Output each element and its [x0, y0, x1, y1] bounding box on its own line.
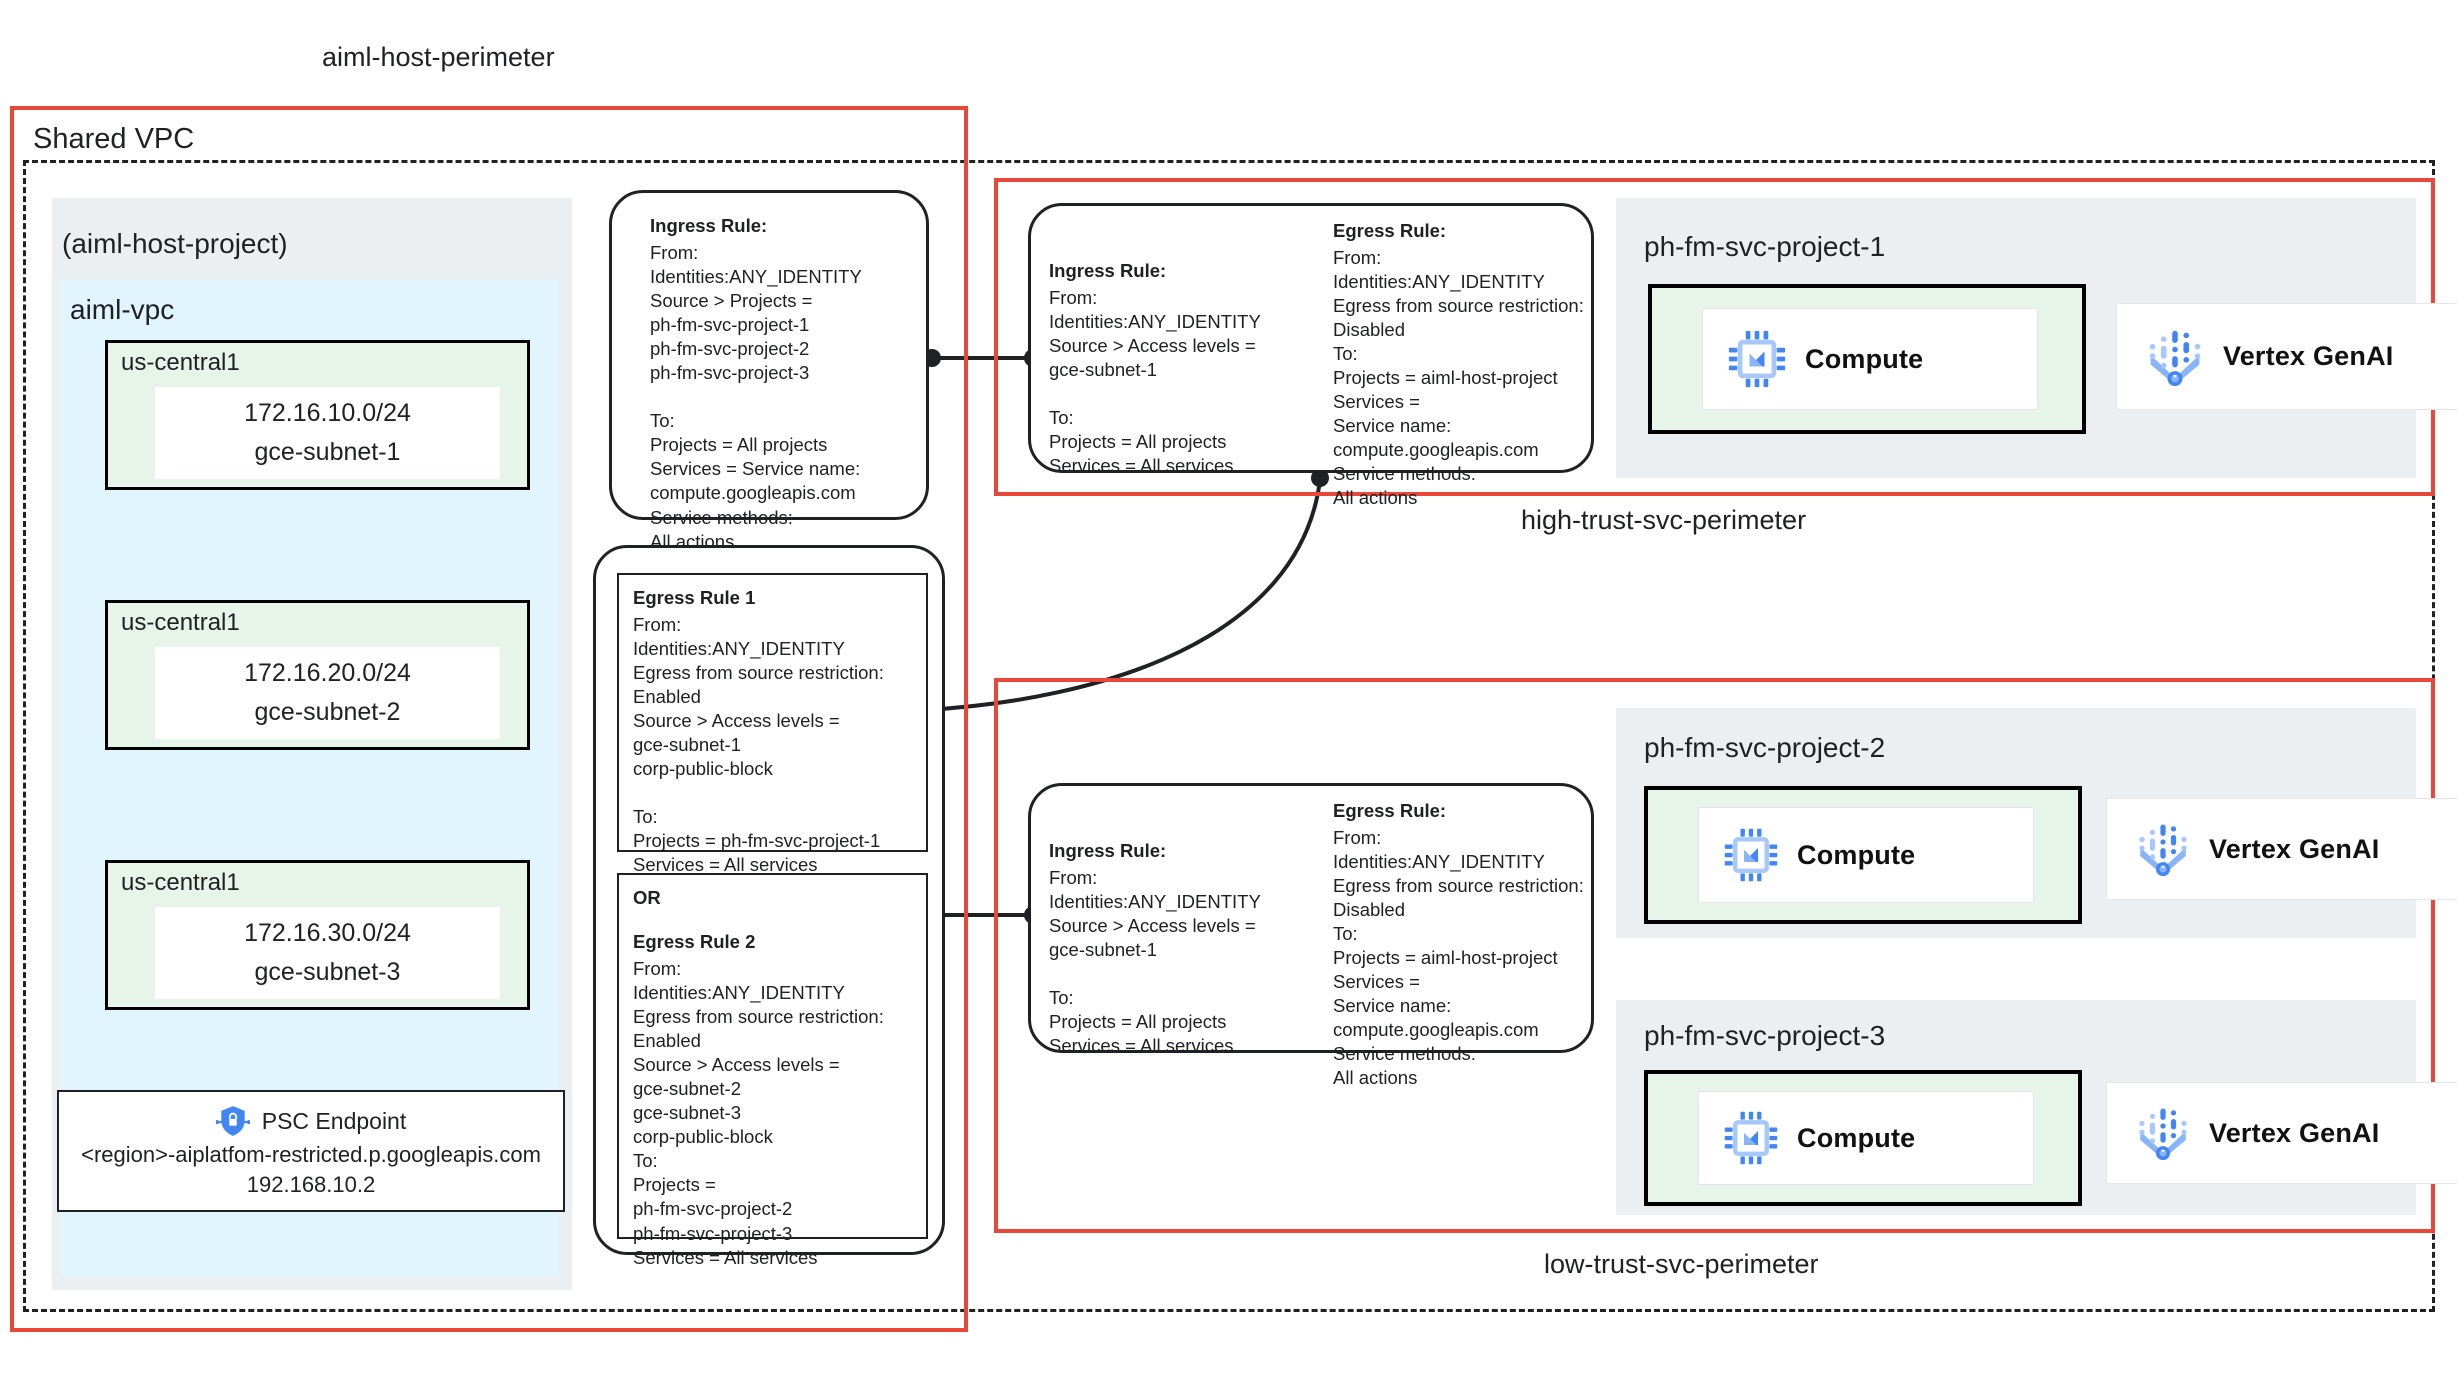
subnet-region-3: us-central1: [121, 869, 240, 896]
svc-project-3-title: ph-fm-svc-project-3: [1644, 1020, 1886, 1051]
svc-project-2-panel: ph-fm-svc-project-2 Compute Vertex GenAI: [1616, 708, 2457, 938]
svc-project-1-title: ph-fm-svc-project-1: [1644, 231, 1886, 262]
label-aiml-host-perimeter: aiml-host-perimeter: [322, 42, 555, 72]
subnet-name-2: gce-subnet-2: [254, 698, 401, 726]
compute-chip-icon: [1723, 827, 1779, 883]
low-trust-ingress-body: From: Identities:ANY_IDENTITY Source > A…: [1049, 867, 1261, 1057]
low-trust-egress-body: From: Identities:ANY_IDENTITY Egress fro…: [1333, 827, 1584, 1089]
psc-shield-lock-icon: [215, 1105, 250, 1137]
vertex-genai-icon: [2137, 822, 2189, 877]
high-trust-egress-body: From: Identities:ANY_IDENTITY Egress fro…: [1333, 247, 1584, 509]
aiml-host-project-label: (aiml-host-project): [62, 228, 288, 259]
compute-chip-icon: [1727, 329, 1787, 389]
vertex-label-2: Vertex GenAI: [2209, 833, 2380, 864]
low-trust-egress-title: Egress Rule:: [1333, 800, 1447, 821]
label-high-trust-perimeter: high-trust-svc-perimeter: [1521, 505, 1807, 535]
vertex-label-3: Vertex GenAI: [2209, 1117, 2380, 1148]
egress-rule-2-title: Egress Rule 2: [633, 931, 756, 952]
svc-project-1-panel: ph-fm-svc-project-1 Compute Vertex GenAI: [1616, 198, 2457, 478]
compute-chip-icon: [1723, 1110, 1779, 1166]
host-egress-rules-bubble: Egress Rule 1 From: Identities:ANY_IDENT…: [593, 545, 945, 1268]
compute-label-1: Compute: [1805, 343, 1924, 374]
subnet-region-2: us-central1: [121, 609, 240, 636]
egress-rule-2-body: From: Identities:ANY_IDENTITY Egress fro…: [633, 958, 884, 1268]
low-trust-rules-bubble: Ingress Rule: From: Identities:ANY_IDENT…: [1028, 783, 1594, 1088]
aiml-host-perimeter-frame: [10, 106, 968, 1332]
host-ingress-rule-bubble: Ingress Rule: From: Identities:ANY_IDENT…: [609, 190, 929, 552]
subnet-cidr-card-2: 172.16.20.0/24 gce-subnet-2: [155, 647, 500, 739]
host-ingress-rule-body: From: Identities:ANY_IDENTITY Source > P…: [650, 242, 862, 552]
svc-project-3-panel: ph-fm-svc-project-3 Compute Vertex GenAI: [1616, 1000, 2457, 1215]
subnet-cidr-card-1: 172.16.10.0/24 gce-subnet-1: [155, 387, 500, 479]
host-ingress-rule-title: Ingress Rule:: [650, 215, 768, 236]
vertex-card-1[interactable]: Vertex GenAI: [2116, 303, 2457, 410]
vertex-card-3[interactable]: Vertex GenAI: [2106, 1082, 2457, 1184]
egress-rule-2-box: OR Egress Rule 2 From: Identities:ANY_ID…: [617, 873, 928, 1268]
high-trust-ingress-title: Ingress Rule:: [1049, 260, 1167, 281]
psc-endpoint-dns: <region>-aiplatfom-restricted.p.googleap…: [81, 1142, 541, 1167]
subnet-box-2: us-central1 172.16.20.0/24 gce-subnet-2: [105, 600, 530, 750]
vertex-label-1: Vertex GenAI: [2223, 341, 2394, 371]
subnet-name-3: gce-subnet-3: [254, 958, 401, 986]
egress-rule-1-title: Egress Rule 1: [633, 587, 756, 608]
svc-project-3-compute-group: Compute: [1644, 1070, 2082, 1206]
compute-card-3[interactable]: Compute: [1698, 1091, 2034, 1185]
shared-vpc-title: Shared VPC: [33, 123, 195, 155]
subnet-region-1: us-central1: [121, 349, 240, 376]
subnet-cidr-1: 172.16.10.0/24: [244, 399, 411, 428]
egress-or-label: OR: [633, 887, 661, 908]
high-trust-rules-bubble: Ingress Rule: From: Identities:ANY_IDENT…: [1028, 203, 1594, 508]
low-trust-ingress-title: Ingress Rule:: [1049, 840, 1167, 861]
psc-endpoint-box: PSC Endpoint <region>-aiplatfom-restrict…: [57, 1090, 565, 1212]
vertex-card-2[interactable]: Vertex GenAI: [2106, 798, 2457, 900]
svc-project-1-compute-group: Compute: [1648, 284, 2086, 434]
compute-label-2: Compute: [1797, 839, 1916, 870]
egress-rule-1-body: From: Identities:ANY_IDENTITY Egress fro…: [633, 614, 884, 876]
psc-endpoint-ip: 192.168.10.2: [246, 1172, 376, 1197]
subnet-cidr-3: 172.16.30.0/24: [244, 919, 411, 948]
compute-card-1[interactable]: Compute: [1702, 308, 2038, 410]
label-low-trust-perimeter: low-trust-svc-perimeter: [1544, 1249, 1819, 1279]
subnet-cidr-card-3: 172.16.30.0/24 gce-subnet-3: [155, 907, 500, 999]
svc-project-2-compute-group: Compute: [1644, 786, 2082, 924]
subnet-box-1: us-central1 172.16.10.0/24 gce-subnet-1: [105, 340, 530, 490]
subnet-name-1: gce-subnet-1: [254, 438, 401, 466]
low-trust-svc-perimeter-frame: [994, 678, 2435, 1233]
vertex-genai-icon: [2137, 1106, 2189, 1161]
psc-endpoint-label: PSC Endpoint: [261, 1107, 407, 1134]
high-trust-egress-title: Egress Rule:: [1333, 220, 1447, 241]
high-trust-ingress-body: From: Identities:ANY_IDENTITY Source > A…: [1049, 287, 1261, 477]
compute-card-2[interactable]: Compute: [1698, 807, 2034, 903]
psc-endpoint-header: PSC Endpoint: [215, 1104, 407, 1138]
subnet-cidr-2: 172.16.20.0/24: [244, 659, 411, 688]
subnet-box-3: us-central1 172.16.30.0/24 gce-subnet-3: [105, 860, 530, 1010]
aiml-vpc-label: aiml-vpc: [70, 294, 175, 325]
compute-label-3: Compute: [1797, 1122, 1916, 1153]
vertex-genai-icon: [2147, 328, 2203, 387]
egress-rule-1-box: Egress Rule 1 From: Identities:ANY_IDENT…: [617, 573, 928, 875]
svc-project-2-title: ph-fm-svc-project-2: [1644, 732, 1886, 763]
